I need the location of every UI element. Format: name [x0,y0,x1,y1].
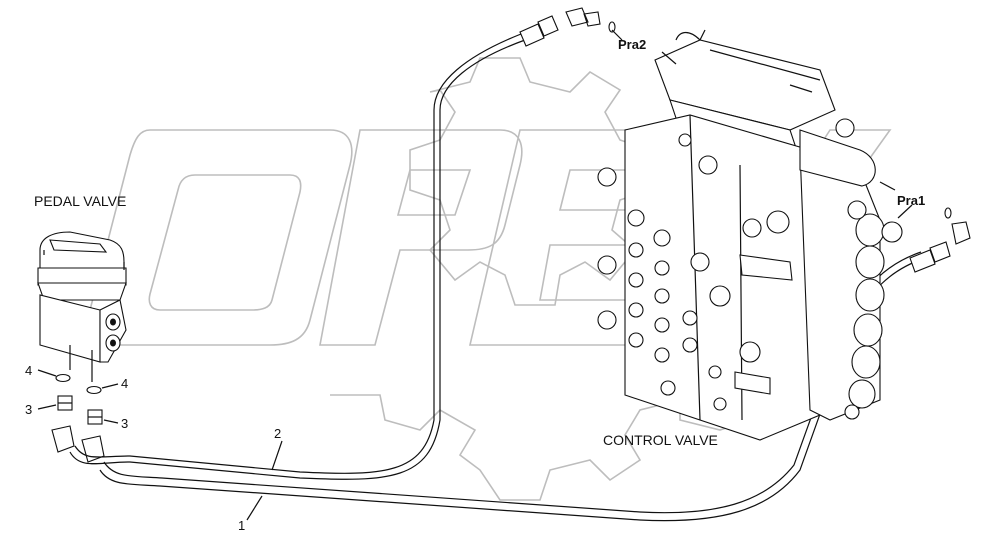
callout-3-left: 3 [25,402,32,417]
adapter-3-left [57,395,73,411]
watermark-letter-o [87,129,353,346]
pra2-label: Pra2 [618,37,646,52]
watermark-letter-p [319,129,523,346]
callout-3-right: 3 [121,416,128,431]
control-valve [597,29,903,441]
o-ring-4-left [55,373,71,383]
o-ring-pra2 [608,21,616,33]
elbow-fitting-pra1 [951,221,971,245]
adapter-3-right [87,409,103,425]
control-valve-label: CONTROL VALVE [603,432,718,448]
watermark-gear [409,57,651,306]
pedal-valve [37,231,127,463]
elbow-fitting-pra2 [565,7,601,27]
callout-1: 1 [238,518,245,533]
pra1-label: Pra1 [897,193,925,208]
leader-lines [37,29,913,521]
pedal-valve-label: PEDAL VALVE [34,193,126,209]
callout-2: 2 [274,426,281,441]
callout-4-left: 4 [25,363,32,378]
callout-4-right: 4 [121,376,128,391]
o-ring-4-right [86,385,102,395]
o-ring-pra1 [944,207,952,219]
